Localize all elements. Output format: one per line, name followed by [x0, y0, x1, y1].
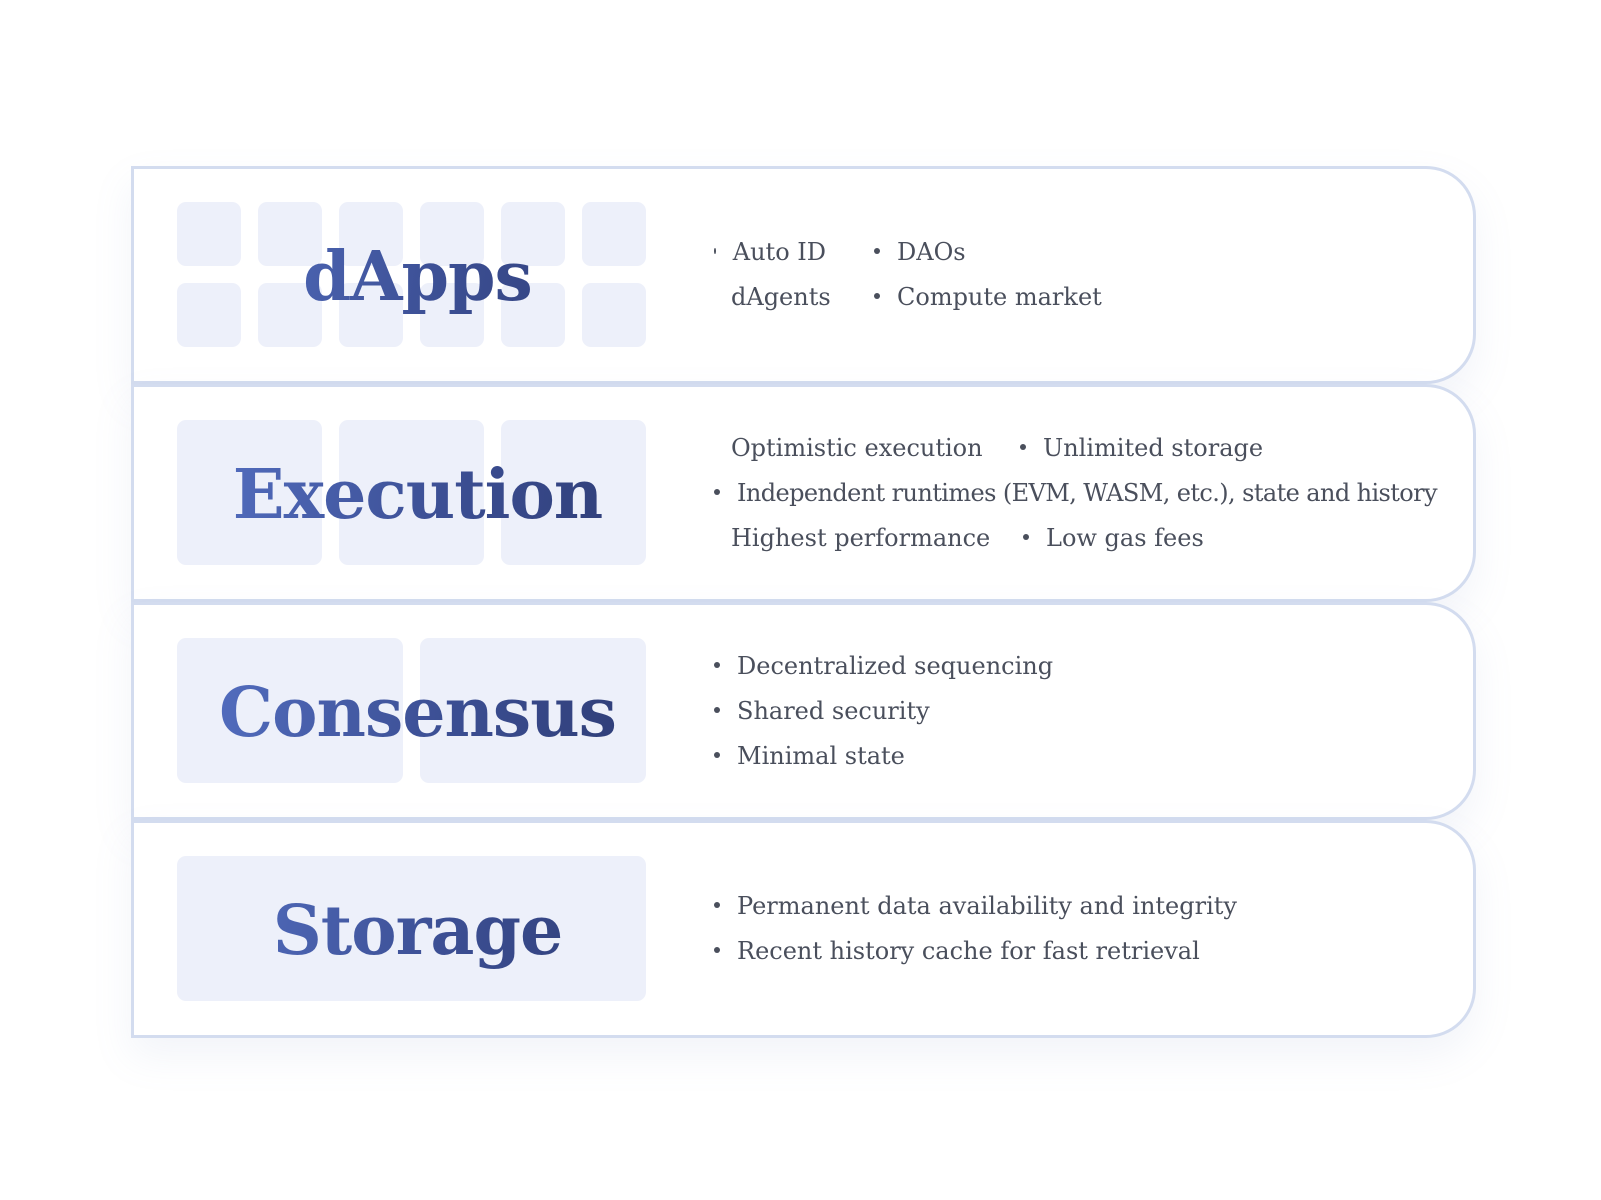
tile-grid-storage — [177, 856, 658, 1005]
layer-execution: Execution Optimistic execution Unlimited… — [131, 384, 1476, 602]
feature-row: Decentralized sequencing — [714, 644, 1454, 689]
tile — [177, 638, 403, 783]
bullet-dot-icon — [714, 661, 720, 668]
bullet-dot-icon — [1023, 533, 1029, 540]
feature-text: Decentralized sequencing — [737, 651, 1054, 680]
feature-item: dAgents — [714, 275, 831, 320]
bullet-dot-icon — [714, 706, 720, 713]
layer-consensus: Consensus Decentralized sequencing Share… — [131, 602, 1476, 820]
feature-row: Recent history cache for fast retrieval — [714, 929, 1454, 974]
feature-item: Recent history cache for fast retrieval — [714, 929, 1200, 974]
feature-item: Low gas fees — [1023, 516, 1204, 561]
feature-text: Auto ID — [732, 238, 826, 266]
feature-text: Minimal state — [737, 741, 905, 770]
tile — [177, 856, 646, 1001]
feature-item: Decentralized sequencing — [714, 644, 1053, 689]
tile — [339, 283, 403, 347]
feature-row: Minimal state — [714, 734, 1454, 779]
tile-grid-consensus — [177, 638, 658, 787]
layer-title-consensus: Consensus — [177, 638, 658, 787]
bullet-dot-icon — [714, 902, 720, 908]
feature-text: Shared security — [737, 696, 930, 725]
tile — [420, 283, 484, 347]
feature-row: Highest performance Low gas fees — [714, 516, 1454, 561]
feature-row: Optimistic execution Unlimited storage — [714, 426, 1454, 471]
tile — [177, 283, 241, 347]
tile — [258, 202, 322, 266]
tile — [501, 420, 646, 565]
layer-title-dapps: dApps — [177, 202, 658, 351]
feature-text: Permanent data availability and integrit… — [737, 892, 1237, 920]
feature-text: Independent runtimes (EVM, WASM, etc.), … — [737, 478, 1438, 507]
layer-title-storage: Storage — [177, 856, 658, 1005]
tile — [258, 283, 322, 347]
feature-text: Optimistic execution — [731, 433, 983, 462]
feature-text: Unlimited storage — [1043, 433, 1264, 462]
feature-row: Shared security — [714, 689, 1454, 734]
feature-item: Auto ID — [714, 230, 826, 275]
layer-storage: Storage Permanent data availability and … — [131, 820, 1476, 1038]
feature-item: DAOs — [874, 230, 966, 275]
feature-item: Shared security — [714, 689, 930, 734]
feature-item: Unlimited storage — [1020, 426, 1263, 471]
bullet-dot-icon — [714, 488, 720, 495]
feature-list-execution: Optimistic execution Unlimited storage I… — [714, 387, 1454, 599]
bullet-dot-icon — [874, 293, 880, 299]
feature-row: dAgents Compute market — [714, 275, 1454, 320]
feature-item: Permanent data availability and integrit… — [714, 884, 1237, 929]
feature-row: Permanent data availability and integrit… — [714, 884, 1454, 929]
layer-stack-diagram: dApps Auto ID DAOs dAgents Compute marke… — [131, 166, 1476, 1042]
tile — [420, 638, 646, 783]
tile — [582, 202, 646, 266]
feature-item: Optimistic execution — [714, 426, 983, 471]
feature-row: Independent runtimes (EVM, WASM, etc.), … — [714, 471, 1454, 516]
bullet-dot-icon — [714, 751, 720, 758]
layer-dapps: dApps Auto ID DAOs dAgents Compute marke… — [131, 166, 1476, 384]
tile — [501, 202, 565, 266]
layer-title-execution: Execution — [177, 420, 658, 569]
feature-item: Minimal state — [714, 734, 905, 779]
tile — [501, 283, 565, 347]
tile — [582, 283, 646, 347]
feature-text: DAOs — [897, 238, 966, 266]
feature-row: Auto ID DAOs — [714, 230, 1454, 275]
feature-item: Independent runtimes (EVM, WASM, etc.), … — [714, 471, 1438, 516]
feature-text: Low gas fees — [1046, 523, 1204, 552]
feature-text: Compute market — [897, 283, 1102, 311]
tile — [339, 202, 403, 266]
feature-text: dAgents — [731, 283, 831, 311]
tile — [420, 202, 484, 266]
tile — [339, 420, 484, 565]
feature-text: Recent history cache for fast retrieval — [737, 937, 1200, 965]
bullet-dot-icon — [714, 947, 720, 953]
bullet-dot-icon — [714, 248, 716, 254]
feature-list-consensus: Decentralized sequencing Shared security… — [714, 605, 1454, 817]
bullet-dot-icon — [1020, 443, 1026, 450]
feature-list-dapps: Auto ID DAOs dAgents Compute market — [714, 169, 1454, 381]
feature-list-storage: Permanent data availability and integrit… — [714, 823, 1454, 1035]
tile-grid-execution — [177, 420, 658, 569]
feature-text: Highest performance — [731, 523, 991, 552]
bullet-dot-icon — [874, 248, 880, 254]
tile — [177, 202, 241, 266]
feature-item: Highest performance — [714, 516, 990, 561]
tile-grid-dapps — [177, 202, 658, 351]
feature-item: Compute market — [874, 275, 1102, 320]
tile — [177, 420, 322, 565]
